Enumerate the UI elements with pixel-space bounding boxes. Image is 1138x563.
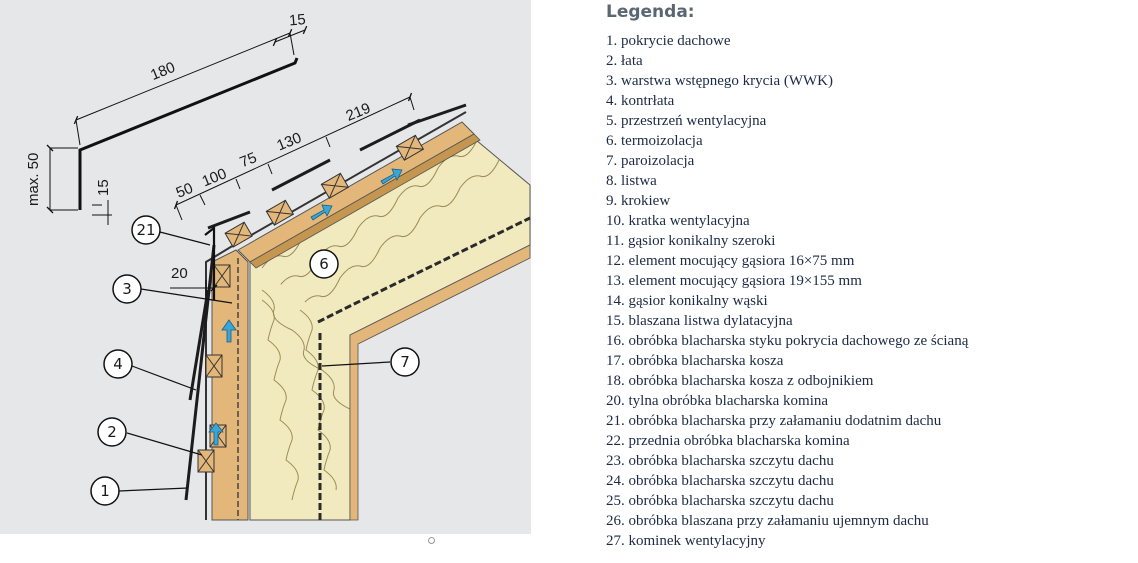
callout-4: 4 <box>103 349 133 379</box>
legend-item: 21. obróbka blacharska przy załamaniu do… <box>606 413 942 429</box>
legend-item: 25. obróbka blacharska szczytu dachu <box>606 493 834 509</box>
legend-item: 5. przestrzeń wentylacyjna <box>606 113 767 129</box>
legend-item: 7. paroizolacja <box>606 153 695 169</box>
legend-item: 10. kratka wentylacyjna <box>606 213 750 229</box>
legend-item: 26. obróbka blaszana przy załamaniu ujem… <box>606 513 929 529</box>
counter-batten-wall <box>211 249 249 521</box>
legend-item: 3. warstwa wstępnego krycia (WWK) <box>606 73 833 89</box>
dim-15-top: 15 <box>288 11 306 29</box>
diagram-panel: 15 180 max. 50 15 50 100 75 130 219 20 2… <box>0 0 531 534</box>
callout-6: 6 <box>309 249 339 279</box>
dim-50: 50 <box>174 180 196 202</box>
dim-max-50: max. 50 <box>25 153 42 206</box>
small-circle-mark <box>428 537 435 544</box>
svg-text:2: 2 <box>107 423 117 441</box>
legend-item: 14. gąsior konikalny wąski <box>606 293 768 309</box>
svg-text:4: 4 <box>113 355 123 373</box>
svg-text:1: 1 <box>100 482 110 500</box>
dim-100: 100 <box>200 165 230 190</box>
callout-1: 1 <box>90 476 120 506</box>
legend-item: 17. obróbka blacharska kosza <box>606 353 784 369</box>
legend: Legenda: 1. pokrycie dachowe 2. łata 3. … <box>606 0 1126 551</box>
svg-text:6: 6 <box>319 255 329 273</box>
legend-item: 9. krokiew <box>606 193 671 209</box>
callout-2: 2 <box>97 417 127 447</box>
legend-item: 12. element mocujący gąsiora 16×75 mm <box>606 253 855 269</box>
dim-130: 130 <box>274 129 304 154</box>
legend-item: 24. obróbka blacharska szczytu dachu <box>606 473 834 489</box>
legend-title: Legenda: <box>606 2 695 22</box>
legend-item: 22. przednia obróbka blacharska komina <box>606 433 850 449</box>
flashing-21 <box>204 225 216 300</box>
roof-section-drawing: 15 180 max. 50 15 50 100 75 130 219 20 2… <box>25 11 531 521</box>
legend-item: 4. kontrłata <box>606 93 675 109</box>
legend-item: 2. łata <box>606 53 643 69</box>
callout-leaders <box>118 231 391 492</box>
legend-item: 6. termoizolacja <box>606 133 703 149</box>
insulation-layer <box>249 134 531 521</box>
legend-item: 23. obróbka blacharska szczytu dachu <box>606 453 834 469</box>
dim-75: 75 <box>237 149 259 171</box>
dim-20: 20 <box>171 265 188 282</box>
legend-item: 20. tylna obróbka blacharska komina <box>606 393 829 409</box>
svg-text:3: 3 <box>122 280 132 298</box>
dim-15-left: 15 <box>95 179 112 196</box>
svg-text:21: 21 <box>136 221 155 239</box>
legend-item: 18. obróbka blacharska kosza z odbojniki… <box>606 373 874 389</box>
legend-item: 16. obróbka blacharska styku pokrycia da… <box>606 333 969 349</box>
legend-item: 1. pokrycie dachowe <box>606 33 731 49</box>
dim-219: 219 <box>343 100 373 125</box>
legend-item: 13. element mocujący gąsiora 19×155 mm <box>606 273 862 289</box>
svg-text:7: 7 <box>400 353 410 371</box>
callout-7: 7 <box>390 347 420 377</box>
legend-list: 1. pokrycie dachowe 2. łata 3. warstwa w… <box>606 31 1126 551</box>
callout-3: 3 <box>112 274 142 304</box>
legend-item: 8. listwa <box>606 173 657 189</box>
callout-21: 21 <box>131 215 161 245</box>
legend-item: 27. kominek wentylacyjny <box>606 533 766 549</box>
vapour-barrier <box>317 216 531 521</box>
legend-item: 11. gąsior konikalny szeroki <box>606 233 776 249</box>
dimension-lines <box>46 25 415 296</box>
legend-item: 15. blaszana listwa dylatacyjna <box>606 313 793 329</box>
